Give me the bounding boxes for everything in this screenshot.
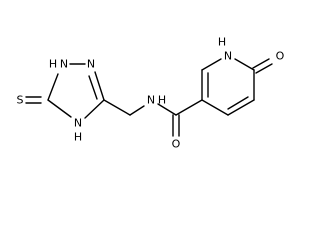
- carbonyl-o-label: O: [172, 138, 181, 151]
- bonds: [25, 58, 273, 137]
- bond-ch2-amide-n: [129, 105, 145, 116]
- bond-n2-c3: [94, 71, 105, 101]
- bond-carbonyl-c-ring: [175, 99, 203, 116]
- triazole-n4-h-label: H: [74, 131, 82, 144]
- bond-n4-c5: [47, 99, 72, 118]
- bond-amide-n-carbonyl-c: [157, 103, 177, 116]
- bond-pyridone-carbonyl-a: [252, 58, 270, 69]
- amide-n-h-label: H: [158, 94, 166, 107]
- bond-c5-c4-inner: [227, 96, 249, 110]
- bond-n2-c3-inner: [88, 75, 98, 100]
- bond-pyridone-carbonyl-b: [255, 63, 273, 74]
- bond-n1-c6: [234, 58, 255, 71]
- molecule-structure: S H N N N H N H O H N O: [16, 35, 285, 151]
- pyridone-o-label: O: [276, 50, 285, 63]
- triazole-n1-h-label: H: [49, 58, 57, 71]
- bond-c2-n1: [201, 58, 222, 71]
- bond-c3-ch2: [103, 99, 131, 116]
- bond-c3-n4: [84, 99, 105, 119]
- sulfur-label: S: [17, 94, 24, 107]
- triazole-n1-label: N: [60, 58, 68, 71]
- triazole-n2-label: N: [87, 58, 95, 71]
- bond-c5-c4: [227, 99, 255, 116]
- bond-c4-c3: [201, 99, 229, 116]
- triazole-n4-label: N: [74, 117, 82, 130]
- amide-n-label: N: [147, 94, 155, 107]
- bond-c5-n1: [47, 73, 59, 101]
- pyridone-n-h-label: H: [218, 36, 226, 49]
- pyridone-n-label: N: [224, 50, 232, 63]
- atom-labels: S H N N N H N H O H N O: [17, 36, 285, 151]
